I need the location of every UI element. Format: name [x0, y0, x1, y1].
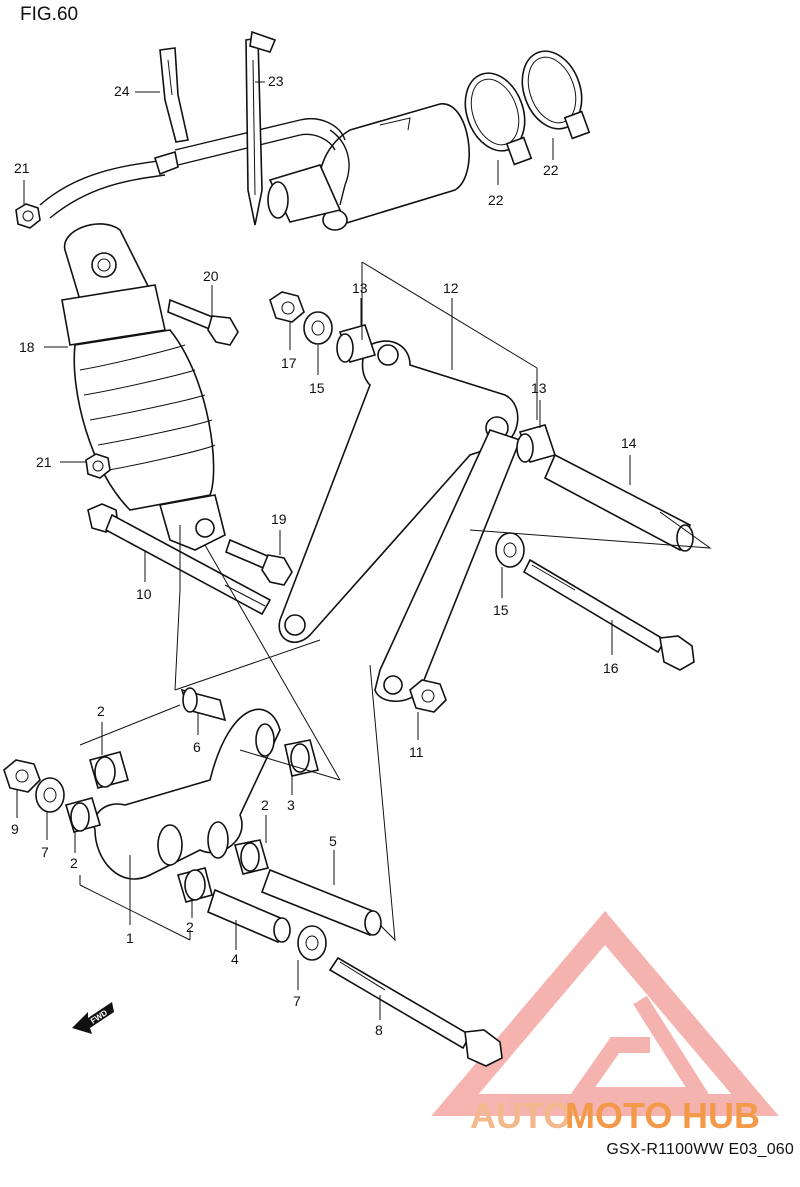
- fwd-arrow-icon: [72, 1002, 114, 1034]
- tie-strap-23: [245, 30, 277, 226]
- callout-21-top: 21: [14, 160, 30, 176]
- washer-7-right: [297, 925, 327, 961]
- callout-15-upper: 15: [309, 380, 325, 396]
- nut-11: [409, 679, 447, 713]
- forward-direction-arrow: FWD: [72, 1002, 114, 1034]
- washer-7-left: [35, 777, 65, 813]
- callout-21-lower: 21: [36, 454, 52, 470]
- watermark-hub: HUB: [682, 1095, 760, 1136]
- clip-24: [159, 47, 189, 143]
- callout-9: 9: [11, 821, 19, 837]
- bearing-2-c: [234, 839, 269, 875]
- callout-2-c: 2: [70, 855, 78, 871]
- cushion-lever-linkage-1: [93, 708, 281, 880]
- callout-16: 16: [603, 660, 619, 676]
- figure-code: GSX-R1100WW E03_060: [606, 1141, 794, 1158]
- watermark-moto: MOTO: [565, 1095, 672, 1136]
- callout-12: 12: [443, 280, 459, 296]
- callout-5: 5: [329, 833, 337, 849]
- callout-17: 17: [281, 355, 297, 371]
- bolt-16: [522, 558, 695, 671]
- callout-22-right: 22: [543, 162, 559, 178]
- callout-23: 23: [268, 73, 284, 89]
- callout-19: 19: [271, 511, 287, 527]
- nut-21-top: [15, 203, 41, 229]
- spacer-4: [207, 888, 291, 944]
- nut-17: [269, 291, 305, 323]
- bearing-2-a: [89, 751, 129, 789]
- hose-clamp-22-right: [521, 50, 591, 140]
- cushion-lever-12: [278, 340, 522, 703]
- callout-11: 11: [409, 744, 424, 760]
- bolt-8: [328, 956, 503, 1067]
- callout-14: 14: [621, 435, 637, 451]
- watermark-text: AUTO MOTO HUB: [470, 1095, 760, 1136]
- bolt-19: [225, 538, 293, 586]
- callout-7-left: 7: [41, 844, 49, 860]
- callout-2-a: 2: [97, 703, 105, 719]
- watermark-logo: [431, 910, 779, 1116]
- washer-15-upper: [303, 311, 333, 345]
- watermark-auto: AUTO: [470, 1095, 571, 1136]
- spacer-14: [543, 453, 694, 552]
- callout-labels: 24 23 22 22 21 20 13 12 17 15 18 13 14 2…: [11, 73, 637, 1038]
- callout-4: 4: [231, 951, 239, 967]
- callout-7-right: 7: [293, 993, 301, 1009]
- callout-15-lower: 15: [493, 602, 509, 618]
- washer-15-lower: [495, 532, 525, 568]
- callout-6: 6: [193, 739, 201, 755]
- callout-8: 8: [375, 1022, 383, 1038]
- bearing-2-d: [176, 867, 213, 903]
- hose-clamp-22-left: [464, 72, 533, 166]
- callout-18: 18: [19, 339, 35, 355]
- watermark-inner-mark: [564, 995, 715, 1103]
- callout-1: 1: [126, 930, 134, 946]
- callout-13-upper: 13: [352, 280, 368, 296]
- bearing-2-b: [64, 797, 102, 833]
- bearing-13-lower: [516, 424, 557, 463]
- callout-24: 24: [114, 83, 130, 99]
- bearing-13-upper: [336, 324, 377, 363]
- nut-9: [3, 759, 41, 793]
- watermark-triangle: [431, 910, 779, 1116]
- rear-shock-absorber-18: [61, 223, 226, 551]
- callout-13-lower: 13: [531, 380, 547, 396]
- bearing-3: [284, 739, 319, 777]
- callout-22-left: 22: [488, 192, 504, 208]
- callout-2-d: 2: [186, 919, 194, 935]
- figure-title: FIG.60: [20, 4, 79, 25]
- spacer-5: [260, 868, 382, 937]
- shock-reservoir: [39, 103, 470, 231]
- callout-20: 20: [203, 268, 219, 284]
- diagram-linework: [3, 30, 712, 1067]
- callout-3: 3: [287, 797, 295, 813]
- bolt-10: [87, 503, 272, 616]
- bolt-20: [167, 298, 239, 346]
- callout-2-b: 2: [261, 797, 269, 813]
- nut-21-lower: [85, 453, 111, 479]
- callout-10: 10: [136, 586, 152, 602]
- bushing-6: [180, 687, 227, 722]
